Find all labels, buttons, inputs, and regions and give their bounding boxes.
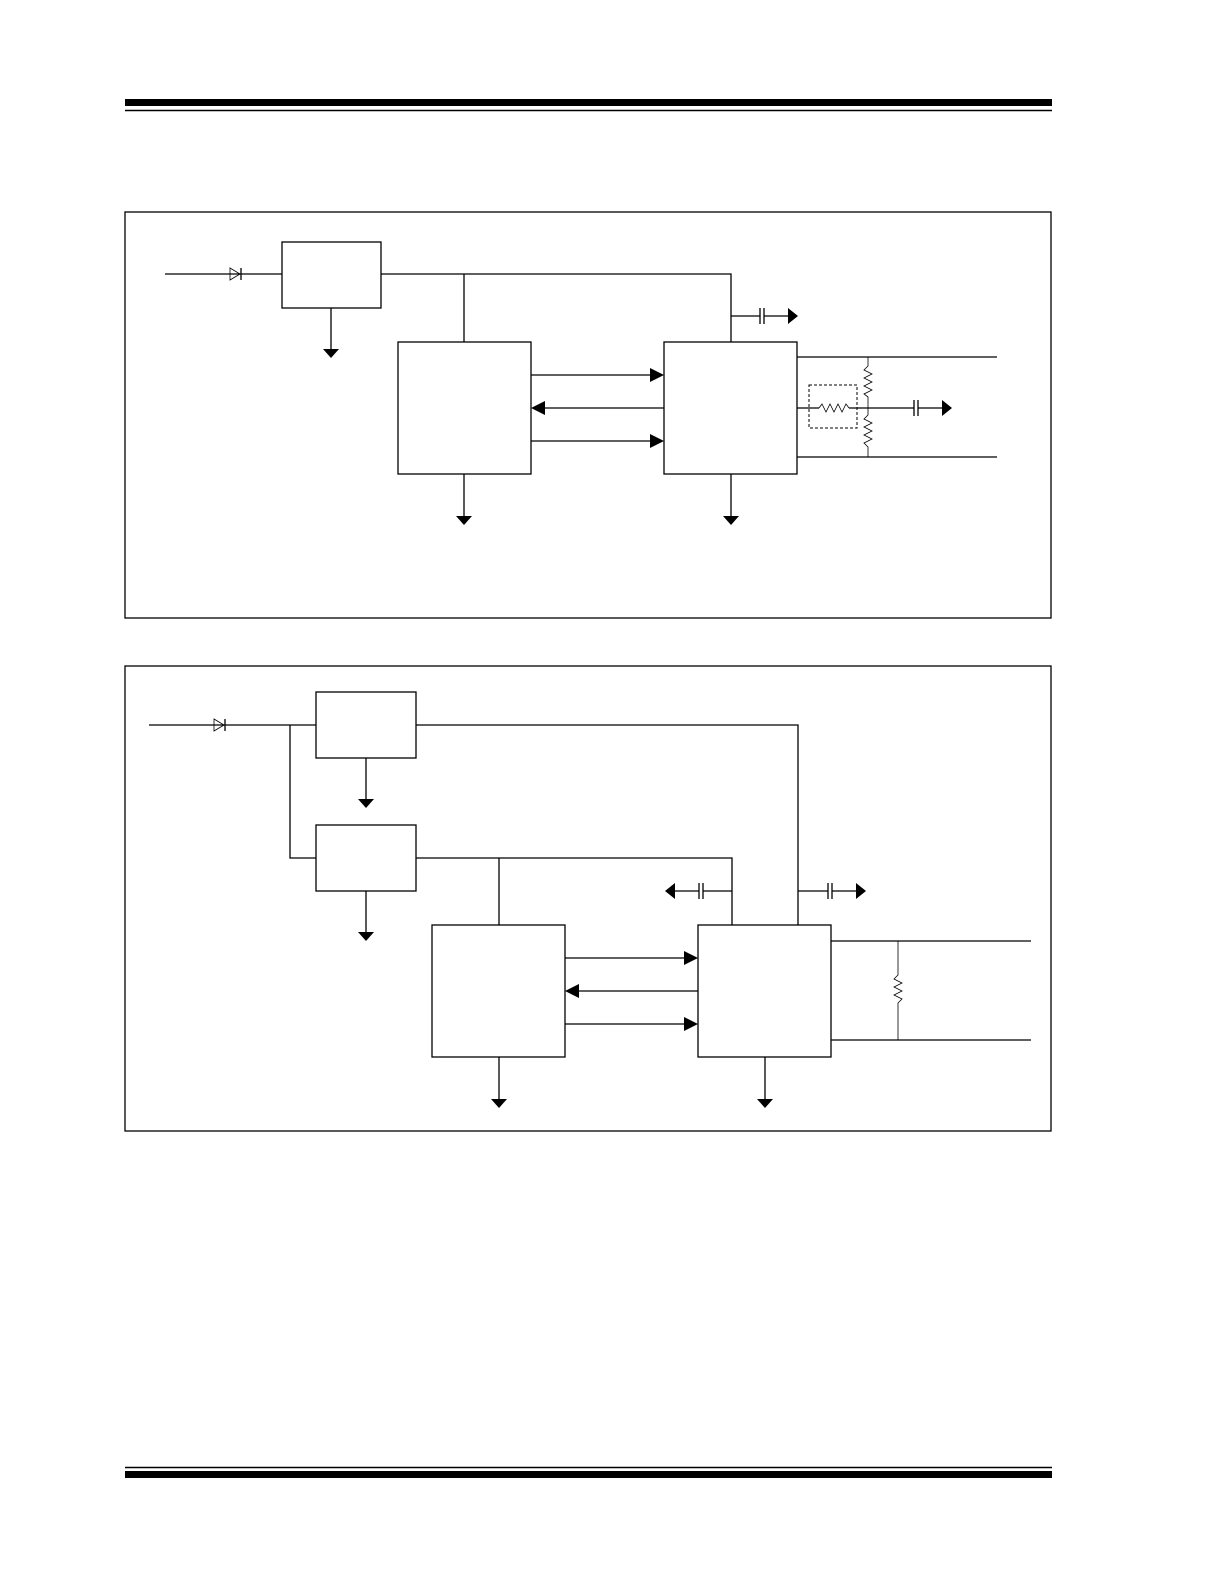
transceiver-block (697, 924, 832, 1058)
supply-rail-2 (416, 857, 733, 925)
ground-arrow-icon (323, 349, 339, 358)
signal-arrow-icon (531, 368, 664, 448)
footer-rule (125, 1466, 1052, 1478)
optional-component-box (808, 384, 858, 429)
signal-arrow-icon (565, 951, 698, 1031)
capacitor-icon (731, 308, 798, 324)
supply-rail (381, 273, 732, 342)
ground-arrow-icon (757, 1099, 773, 1108)
supply-rail-1 (416, 724, 799, 925)
diode-icon (229, 267, 242, 281)
resistor-icon (818, 403, 850, 413)
resistor-icon (863, 357, 873, 457)
ground-arrow-icon (358, 799, 374, 808)
ground-arrow-icon (491, 1099, 507, 1108)
transceiver-block (663, 341, 798, 475)
diagram-2-frame (124, 665, 1052, 1132)
ground-arrow-icon (723, 516, 739, 525)
controller-block (431, 924, 566, 1058)
diode-icon (213, 718, 226, 732)
diagram-1 (124, 211, 1052, 619)
ground-arrow-icon (358, 932, 374, 941)
diagram-2 (124, 665, 1052, 1132)
header-rule (125, 99, 1052, 112)
diagram-1-frame (124, 211, 1052, 619)
capacitor-icon (913, 400, 952, 416)
capacitor-icon (665, 883, 732, 899)
capacitor-icon (798, 883, 866, 899)
resistor-icon (893, 941, 903, 1040)
regulator-block (281, 241, 382, 309)
controller-block (397, 341, 532, 475)
ground-arrow-icon (456, 516, 472, 525)
regulator-block-2 (315, 824, 417, 892)
regulator-block-1 (315, 691, 417, 759)
